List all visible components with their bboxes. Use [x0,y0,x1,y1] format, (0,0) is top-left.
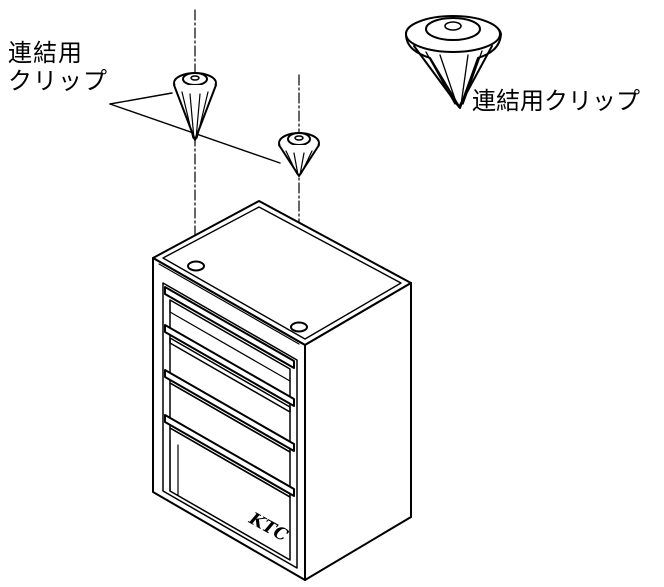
leader-line-1 [109,92,173,105]
clip-hole-left [187,260,205,272]
connecting-clip-left [173,72,217,141]
connecting-clip-middle [278,132,320,177]
clip-label-right: 連結用クリップ [472,87,640,115]
tool-cabinet: KTC [152,200,412,581]
clip-label-left-line1: 連結用 [8,39,83,67]
clip-label-left-line2: クリップ [8,67,108,95]
clip-hole-right [290,321,308,333]
connecting-clip-large [405,15,502,109]
drawer-4 [164,414,295,561]
